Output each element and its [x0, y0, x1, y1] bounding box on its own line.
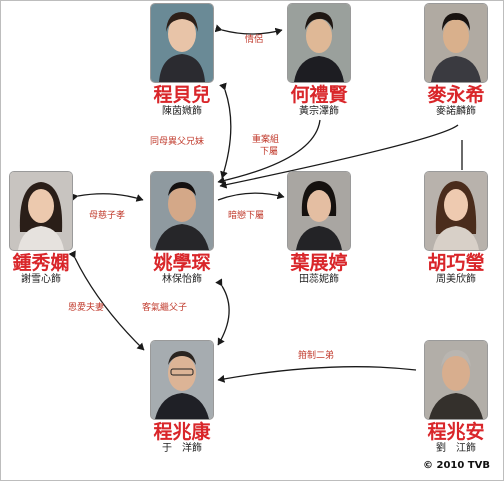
character-name: 鍾秀嫻	[12, 252, 70, 274]
character-ching-siu-on: 程兆安 劉 江飾	[420, 341, 492, 455]
rel-stepfather: 客氣繼父子	[142, 303, 188, 313]
character-mak-wing-hei: 麥永希 麥諾麟飾	[420, 4, 492, 118]
rel-secret-love: 暗戀下屬	[228, 211, 265, 221]
line-stepfather	[215, 278, 230, 346]
rel-lovers: 情侶	[244, 35, 263, 45]
line-brothers	[217, 366, 417, 383]
character-ho-lai-yin: 何禮賢 黃宗澤飾	[283, 4, 355, 118]
character-name: 胡巧瑩	[427, 252, 485, 274]
line-marriage	[68, 250, 145, 351]
rel-ex-team: 重案組	[252, 135, 280, 145]
line-lovers	[214, 24, 283, 36]
character-chung-sau-lan: 鍾秀嫻 謝雪心飾	[5, 172, 77, 286]
character-ip-chin-ting: 葉展婷 田蕊妮飾	[283, 172, 355, 286]
rel-half-siblings: 同母異父兄妹	[150, 137, 205, 147]
portrait-photo	[288, 172, 350, 250]
line-half-siblings	[219, 82, 232, 179]
line-ho-to-yiu	[217, 119, 321, 185]
character-name: 程兆安	[427, 421, 485, 443]
actor-credit: 麥諾麟飾	[436, 106, 476, 117]
portrait-photo	[151, 341, 213, 419]
character-name: 麥永希	[427, 84, 485, 106]
copyright-notice: © 2010 TVB	[423, 460, 490, 471]
line-mak-to-yiu	[219, 124, 459, 189]
line-secret-love	[217, 191, 285, 201]
portrait-photo	[151, 4, 213, 82]
portrait-photo	[425, 4, 487, 82]
character-name: 程貝兒	[153, 84, 211, 106]
actor-credit: 林保怡飾	[162, 274, 202, 285]
portrait-photo	[425, 341, 487, 419]
character-name: 姚學琛	[153, 252, 211, 274]
rel-mother-son: 母慈子孝	[89, 211, 126, 221]
actor-credit: 謝雪心飾	[21, 274, 61, 285]
rel-brothers: 箝制二弟	[298, 351, 335, 361]
character-ching-siu-hong: 程兆康 于 洋飾	[146, 341, 218, 455]
character-name: 程兆康	[153, 421, 211, 443]
portrait-photo	[425, 172, 487, 250]
character-name: 何禮賢	[290, 84, 348, 106]
character-name: 葉展婷	[290, 252, 348, 274]
portrait-photo	[151, 172, 213, 250]
character-yiu-hok-chun: 姚學琛 林保怡飾	[146, 172, 218, 286]
portrait-photo	[288, 4, 350, 82]
actor-credit: 田蕊妮飾	[299, 274, 339, 285]
actor-credit: 劉 江飾	[436, 443, 476, 454]
rel-subordinate: 下屬	[260, 147, 279, 157]
line-mother-son	[70, 193, 144, 202]
rel-marriage: 恩愛夫妻	[68, 303, 105, 313]
character-wu-hau-ying: 胡巧瑩 周美欣飾	[420, 172, 492, 286]
actor-credit: 陳茵媺飾	[162, 106, 202, 117]
portrait-photo	[10, 172, 72, 250]
character-ching-pui-yi: 程貝兒 陳茵媺飾	[146, 4, 218, 118]
actor-credit: 黃宗澤飾	[299, 106, 339, 117]
actor-credit: 周美欣飾	[436, 274, 476, 285]
actor-credit: 于 洋飾	[162, 443, 202, 454]
